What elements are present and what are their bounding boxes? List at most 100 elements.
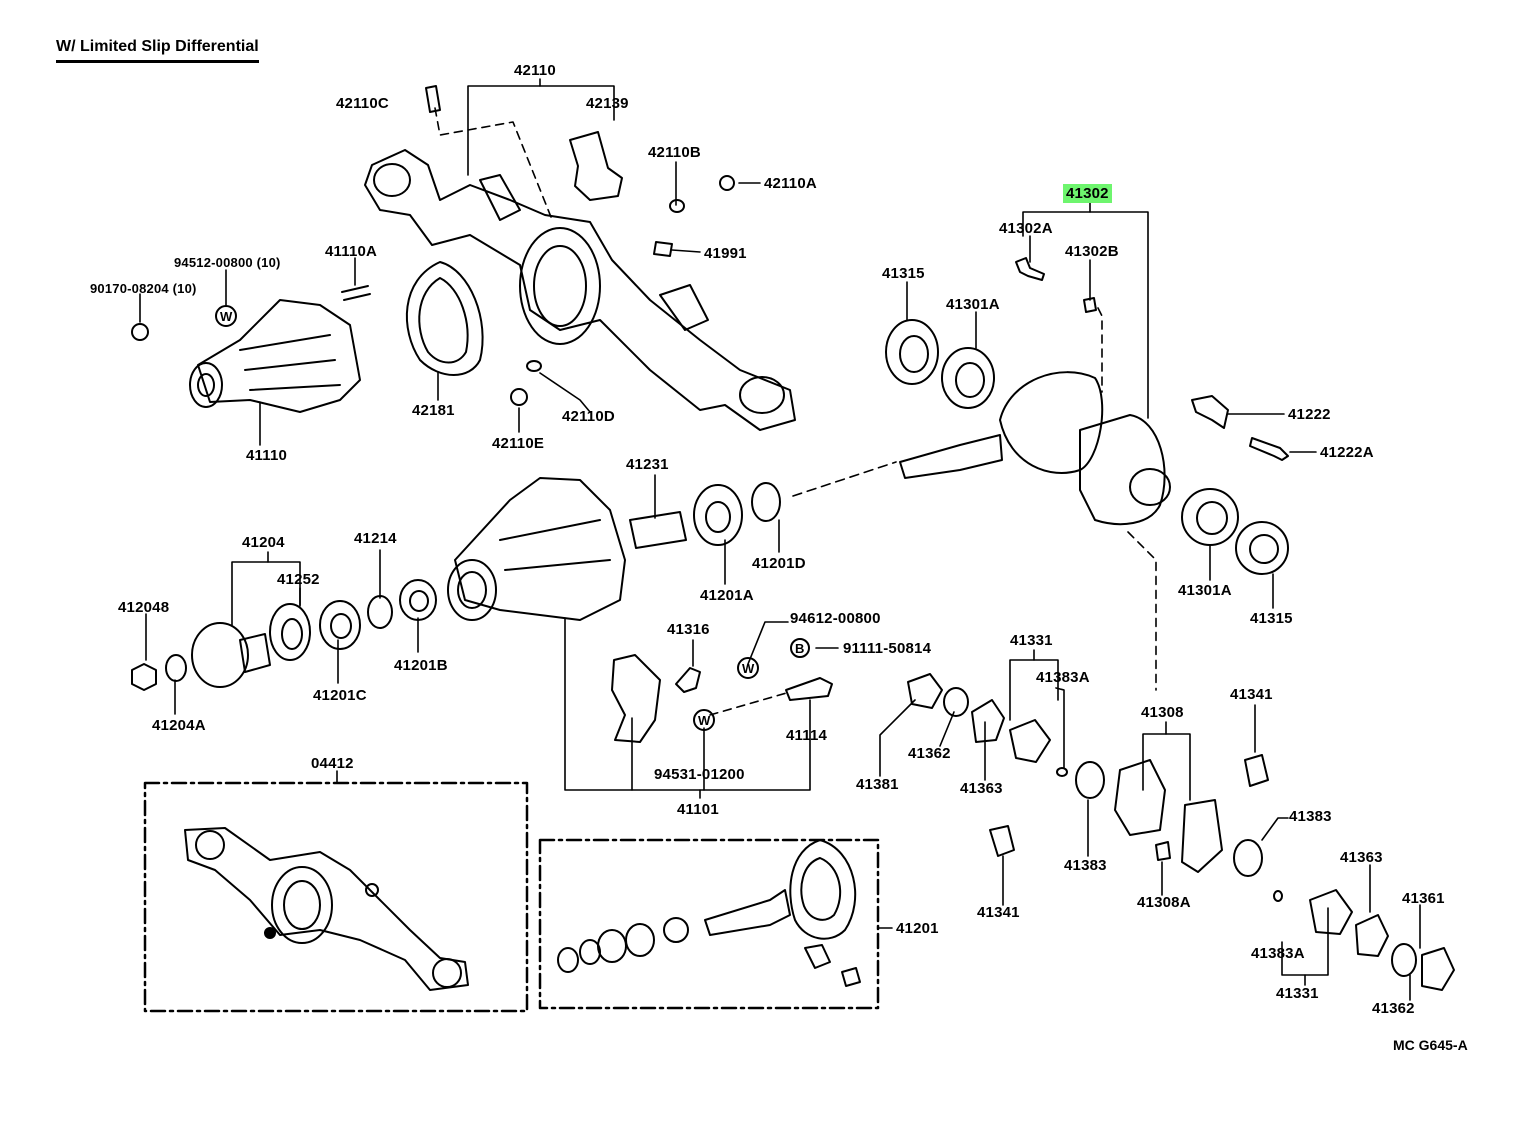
plate-41361	[1421, 947, 1455, 991]
disc-41363-bot	[1355, 914, 1389, 957]
plate-41362-top	[943, 687, 969, 717]
label-41110: 41110	[246, 447, 288, 464]
label-41302a: 41302A	[999, 220, 1053, 237]
label-41204b: 412048	[118, 599, 170, 616]
assembly-box-41201	[538, 838, 880, 1010]
flange-41204	[191, 622, 271, 688]
label-41110a: 41110A	[325, 243, 378, 260]
disc-41363-top	[971, 699, 1005, 743]
label-41362-bot: 41362	[1372, 1000, 1415, 1017]
nut-41204b	[131, 663, 157, 691]
diagram-title: W/ Limited Slip Differential	[56, 38, 259, 63]
label-41383-right: 41383	[1289, 808, 1332, 825]
label-41315-top: 41315	[882, 265, 925, 282]
label-41991: 41991	[704, 245, 747, 262]
plate-41381	[907, 673, 943, 709]
label-41214: 41214	[354, 530, 397, 547]
label-41383a-top: 41383A	[1036, 669, 1090, 686]
label-41201: 41201	[896, 920, 939, 937]
label-41114: 41114	[786, 727, 828, 744]
label-41362-top: 41362	[908, 745, 951, 762]
bolt-41114	[785, 677, 833, 701]
label-41301a-bot: 41301A	[1178, 582, 1232, 599]
label-91111-50814: 91111-50814	[843, 640, 932, 657]
label-41201d: 41201D	[752, 555, 806, 572]
plug-42110c	[425, 85, 441, 113]
gasket-42181-inner	[418, 277, 469, 364]
label-41383-mid: 41383	[1064, 857, 1107, 874]
bearing-cap-41101	[611, 654, 661, 743]
shim-41383-right	[1233, 839, 1263, 877]
label-42110: 42110	[514, 62, 556, 79]
bearing-41301a-bot	[1181, 488, 1239, 546]
label-41331-top: 41331	[1010, 632, 1053, 649]
label-41341-bot: 41341	[977, 904, 1020, 921]
label-41201c: 41201C	[313, 687, 367, 704]
label-41302b: 41302B	[1065, 243, 1119, 260]
label-41308a: 41308A	[1137, 894, 1191, 911]
label-94612-00800: 94612-00800	[790, 610, 881, 627]
bearing-41315-top	[885, 319, 939, 385]
nut-90170	[131, 323, 149, 341]
lock-41222	[1191, 395, 1229, 429]
label-41316: 41316	[667, 621, 710, 638]
spacer-41214	[367, 595, 393, 629]
label-42181: 42181	[412, 402, 455, 419]
label-41302-text: 41302	[1063, 184, 1112, 203]
label-41361: 41361	[1402, 890, 1445, 907]
w-marker-text: W	[220, 309, 233, 324]
pin-41341-top	[1244, 754, 1269, 787]
bearing-41201a	[693, 484, 743, 546]
carrier-housing-41101	[447, 477, 626, 621]
figure-code: MC G645-A	[1393, 1037, 1468, 1053]
plate-41362-bot	[1391, 943, 1417, 977]
label-41204a: 41204A	[152, 717, 206, 734]
label-90170-08204-10: 90170-08204 (10)	[90, 281, 197, 296]
label-94512-00800-10: 94512-00800 (10)	[174, 255, 281, 270]
label-42110c: 42110C	[336, 95, 389, 112]
label-41302-highlighted: 41302	[1063, 184, 1112, 203]
label-41201b: 41201B	[394, 657, 448, 674]
block-41308	[1181, 799, 1223, 873]
seal-41252	[269, 603, 311, 661]
spider-41308	[1114, 759, 1166, 836]
washer-41204a	[165, 654, 187, 682]
ring-pinion-41201	[557, 839, 861, 987]
pin-41341-bot	[989, 825, 1015, 857]
label-41383a-bot: 41383A	[1251, 945, 1305, 962]
label-41308: 41308	[1141, 704, 1184, 721]
diff-case-41302	[899, 371, 1171, 526]
label-04412: 04412	[311, 755, 354, 772]
spacer-41231	[629, 511, 687, 549]
bolt-41302a	[1015, 257, 1045, 281]
spring-41308a	[1155, 841, 1171, 861]
bolt-91111-marker	[790, 638, 810, 658]
label-41204: 41204	[242, 534, 285, 551]
label-42110d: 42110D	[562, 408, 615, 425]
label-41315-bot: 41315	[1250, 610, 1293, 627]
lock-41316	[675, 667, 701, 693]
plate-41991	[653, 241, 673, 257]
label-41341-top: 41341	[1230, 686, 1273, 703]
gear-41331-bot	[1309, 889, 1353, 935]
label-41101: 41101	[677, 801, 719, 818]
w-marker-text: W	[698, 713, 711, 728]
washer-42110b	[669, 199, 685, 213]
housing-assembly-04412	[184, 827, 469, 991]
label-41222: 41222	[1288, 406, 1331, 423]
carrier-41110	[189, 299, 361, 413]
spring-41383a-top	[1056, 767, 1068, 777]
label-41363-top: 41363	[960, 780, 1003, 797]
washer-94512-marker	[215, 305, 237, 327]
label-41381: 41381	[856, 776, 899, 793]
nut-42110a	[719, 175, 735, 191]
label-42139: 42139	[586, 95, 629, 112]
b-marker-text: B	[795, 641, 805, 656]
w-marker-text: W	[742, 661, 755, 676]
stud-41110a	[341, 285, 371, 301]
axle-housing-42110	[364, 149, 796, 431]
label-41363-bot: 41363	[1340, 849, 1383, 866]
assembly-box-04412	[143, 781, 529, 1013]
bolt-41222a	[1249, 437, 1289, 461]
label-94531-01200: 94531-01200	[654, 766, 745, 783]
